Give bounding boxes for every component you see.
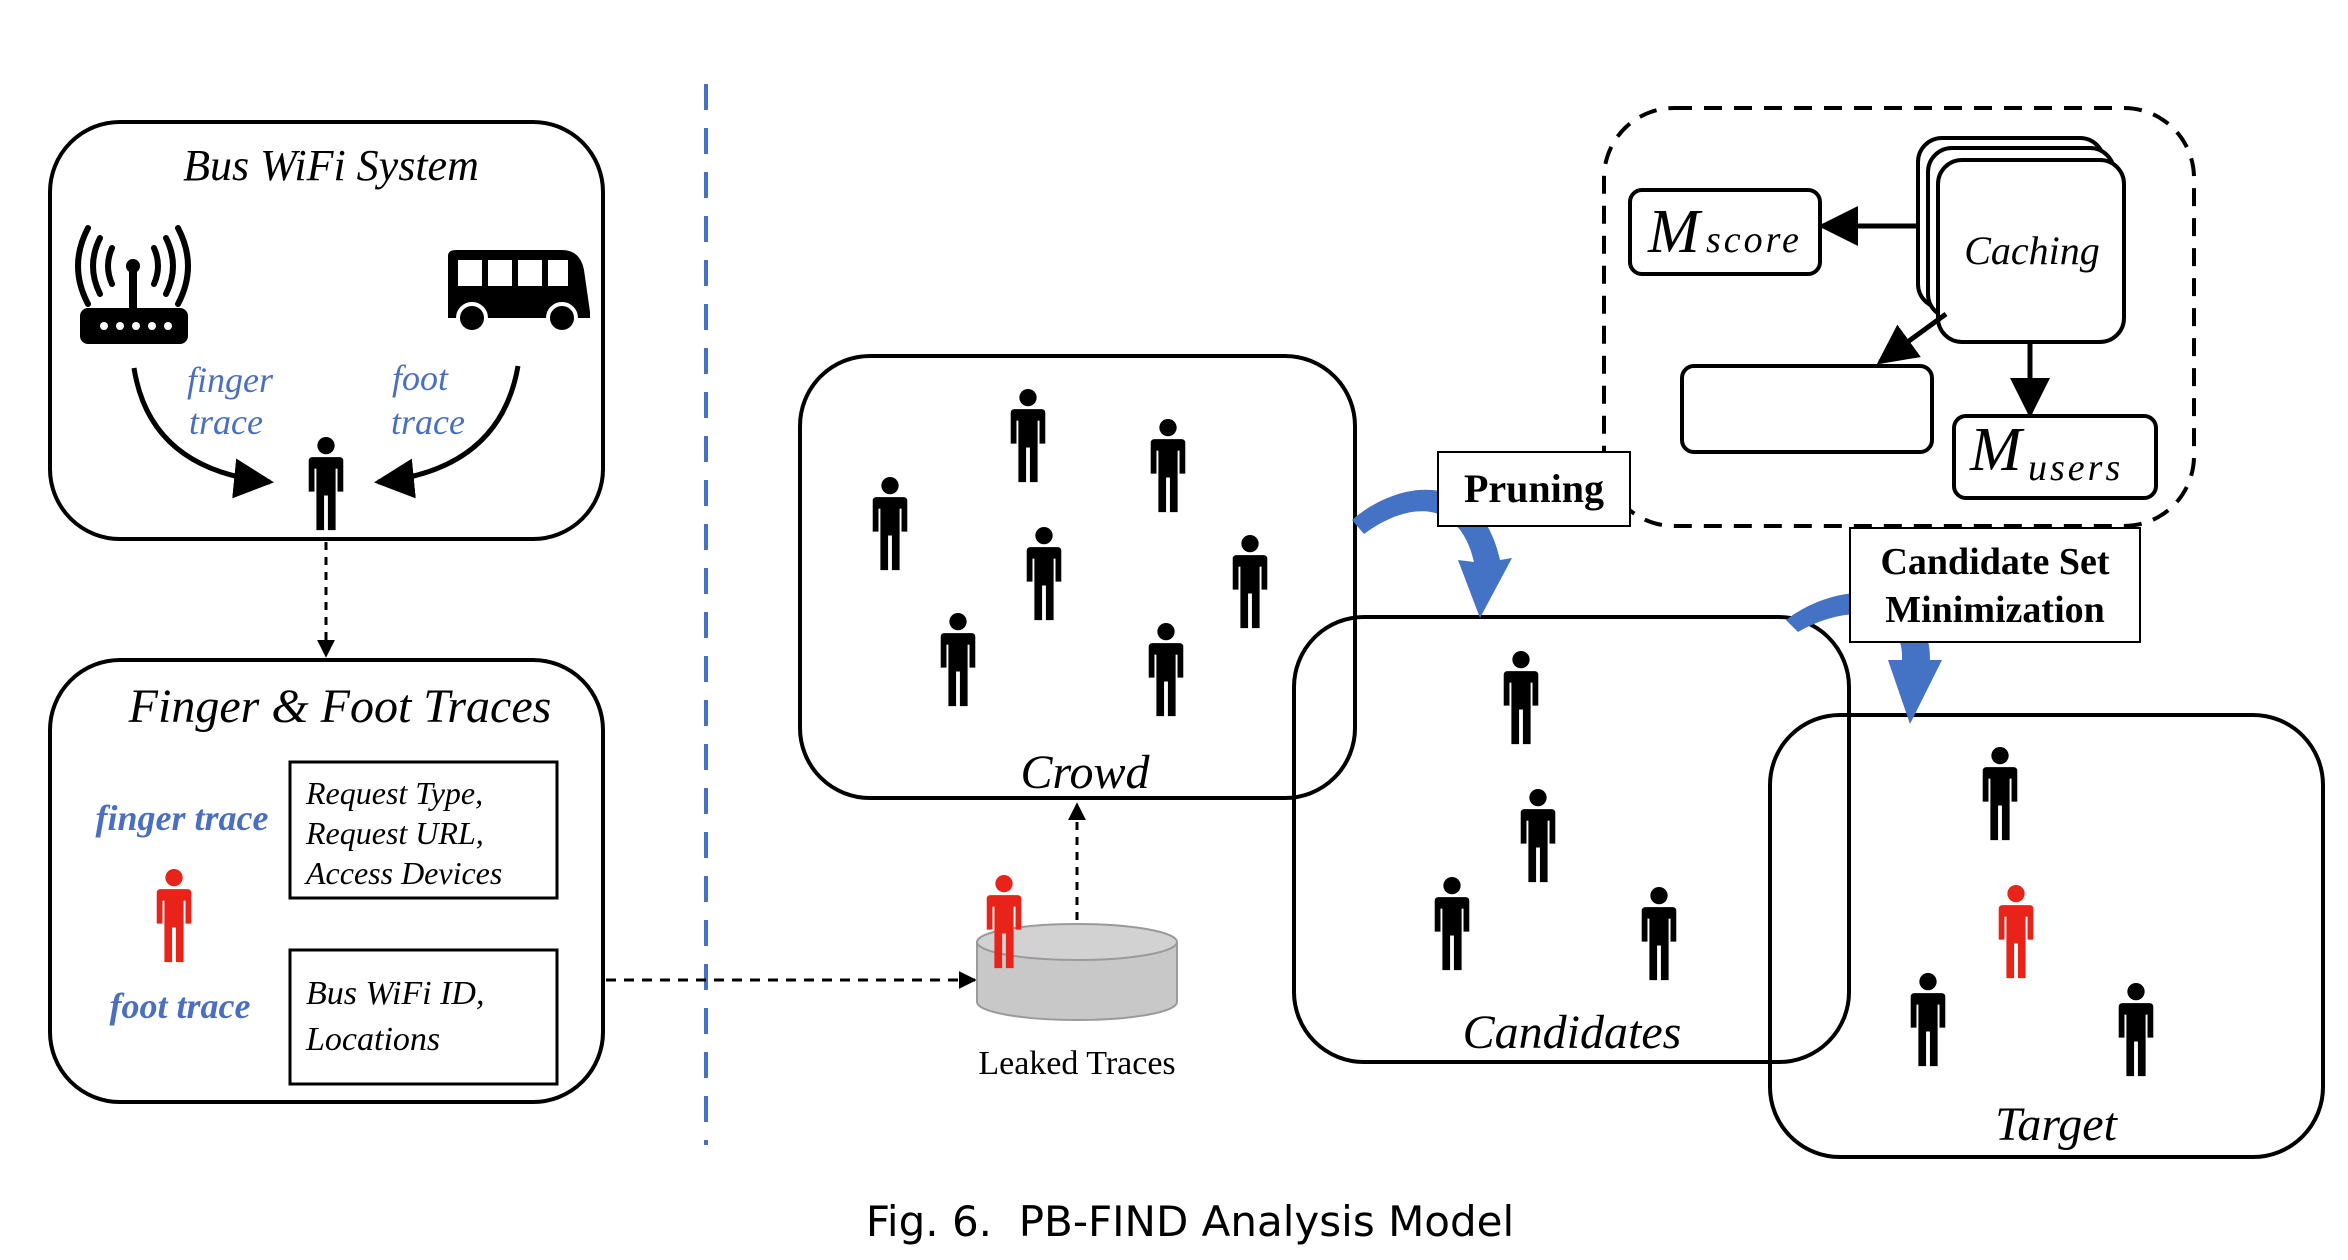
csm-label-2: Minimization: [1885, 589, 2105, 631]
candidate-person-icon: [1641, 886, 1677, 981]
user-person-icon: [308, 436, 344, 531]
figure-caption: Fig. 6. PB-FIND Analysis Model: [866, 1197, 1514, 1246]
crowd-person-icon: [1150, 418, 1186, 513]
finger-field-2: Request URL,: [305, 815, 484, 851]
foot-trace-arrow: [374, 365, 521, 499]
m-score-subscript: score: [1706, 219, 1802, 261]
caching-label: Caching: [1964, 228, 2100, 273]
bus-wifi-system-box: Bus WiFi System: [48, 120, 605, 541]
crowd-box: Crowd: [798, 354, 1357, 800]
finger-trace-arrow: [131, 367, 274, 499]
candidates-label: Candidates: [1463, 1006, 1682, 1059]
foot-trace-label: foot trace: [110, 986, 251, 1026]
target-group-person-icon: [1982, 746, 2018, 841]
m-users-subscript: users: [2028, 447, 2123, 489]
m-score-symbol: M: [1647, 198, 1703, 266]
finger-trace-label: finger trace: [96, 798, 269, 838]
m-users-symbol: M: [1969, 416, 2025, 484]
traces-title: Finger & Foot Traces: [128, 680, 552, 733]
foot-fields-box: [288, 948, 559, 1086]
candidate-person-icon: [1434, 876, 1470, 971]
caching-region: Caching M score M users: [1602, 106, 2196, 528]
target-person-red-icon: [1998, 884, 2034, 979]
bus-wifi-title: Bus WiFi System: [183, 141, 479, 190]
target-box: Target: [1768, 713, 2325, 1159]
crowd-person-icon: [872, 476, 908, 571]
finger-foot-traces-box: Finger & Foot Traces finger trace foot t…: [48, 658, 605, 1104]
leaked-traces-database: [976, 874, 1178, 1021]
target-group-person-icon: [1910, 972, 1946, 1067]
foot-trace-label-2: trace: [391, 402, 465, 442]
finger-fields-box: [288, 760, 559, 900]
crowd-person-icon: [1026, 526, 1062, 621]
finger-field-1: Request Type,: [305, 775, 483, 811]
crowd-label: Crowd: [1021, 746, 1151, 799]
pruning-label-box: Pruning: [1437, 451, 1631, 527]
caching-to-empty-arrow: [1876, 311, 1948, 365]
csm-label-box: Candidate Set Minimization: [1849, 527, 2141, 643]
target-label: Target: [1995, 1098, 2118, 1151]
finger-trace-label-2: trace: [189, 402, 263, 442]
caching-box: [1936, 158, 2126, 344]
candidates-box: Candidates: [1292, 615, 1851, 1064]
csm-label-1: Candidate Set: [1880, 541, 2109, 583]
target-person-icon: [156, 868, 192, 963]
leaked-traces-label: Leaked Traces: [978, 1045, 1175, 1082]
bus-icon: [448, 250, 590, 334]
foot-field-1: Bus WiFi ID,: [306, 975, 484, 1012]
crowd-person-icon: [1010, 388, 1046, 483]
foot-trace-label-1: foot: [392, 358, 449, 398]
crowd-person-icon: [1232, 534, 1268, 629]
candidate-person-icon: [1503, 650, 1539, 745]
router-icon: [75, 225, 191, 344]
pruning-label: Pruning: [1464, 466, 1604, 511]
m-users-box: [1952, 414, 2158, 500]
candidate-person-icon: [1520, 788, 1556, 883]
crowd-person-icon: [940, 612, 976, 707]
finger-field-3: Access Devices: [304, 855, 502, 891]
target-group-person-icon: [2118, 982, 2154, 1077]
finger-trace-label-1: finger: [187, 360, 274, 400]
crowd-person-icon: [1148, 622, 1184, 717]
empty-box: [1680, 364, 1934, 454]
foot-field-2: Locations: [305, 1021, 440, 1058]
